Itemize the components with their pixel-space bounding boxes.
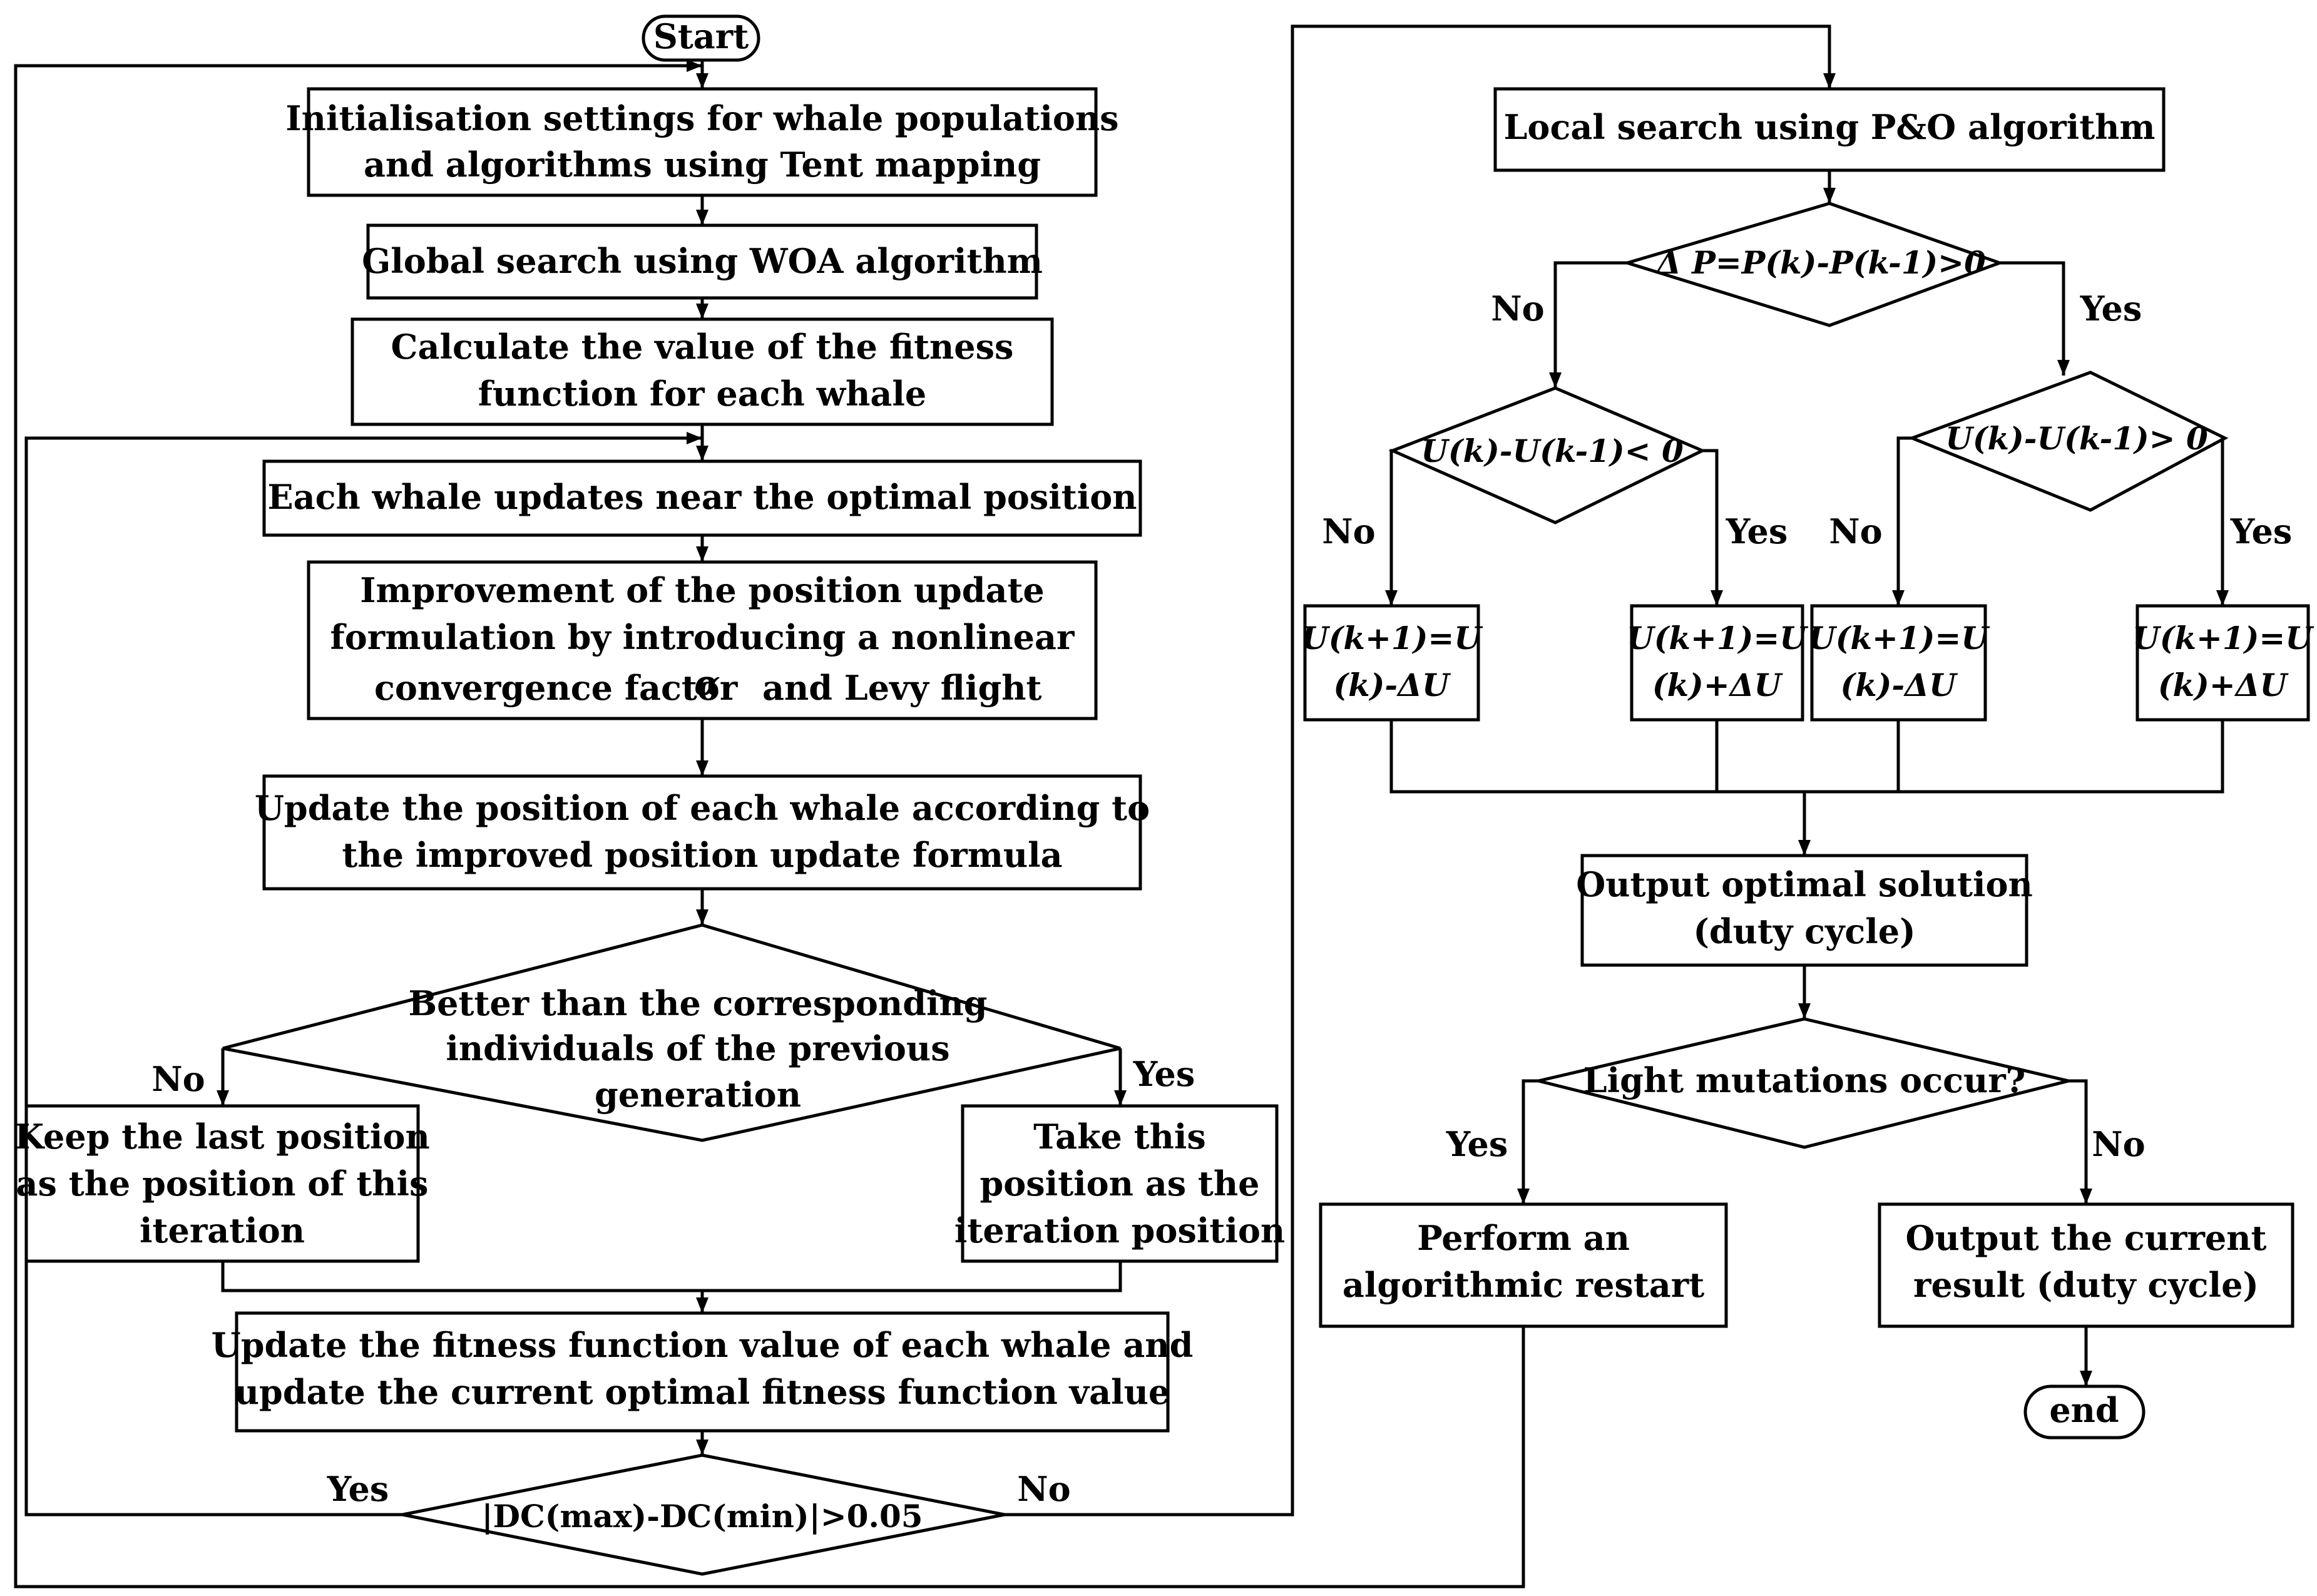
better-than-decision: Better than the corresponding individual… [222,923,1121,1142]
u-minus-2-line-1: U(k+1)=U [1808,620,1990,657]
better-line-3: generation [595,1075,801,1115]
arrow-dc-no-local [1005,24,1836,1517]
output-optimal-line-2: (duty cycle) [1693,911,1915,951]
update-near-box: Each whale updates near the optimal posi… [262,459,1142,537]
update-position-line-1: Update the position of each whale accord… [255,788,1150,828]
take-this-box: Take this position as the iteration posi… [954,1104,1285,1263]
arrow-ult-no [1385,449,1398,606]
u-minus-box-1: U(k+1)=U (k)-ΔU [1301,604,1483,722]
u-gt-label: U(k)-U(k-1)> 0 [1945,420,2208,457]
u-minus-1-line-1: U(k+1)=U [1301,620,1483,657]
better-line-1: Better than the corresponding [409,983,988,1023]
u-plus-box-1: U(k+1)=U (k)+ΔU [1627,604,1809,722]
connectors [14,24,2229,1588]
label-yes-ugt: Yes [2230,511,2293,551]
restart-line-2: algorithmic restart [1343,1265,1704,1305]
keep-last-box: Keep the last position as the position o… [14,1104,430,1263]
u-plus-1-line-1: U(k+1)=U [1627,620,1809,657]
arrow-deltap-no [1549,261,1627,388]
light-mutation-decision: Light mutations occur? [1538,1017,2069,1149]
label-yes-better: Yes [1133,1054,1195,1094]
init-line-2: and algorithms using Tent mapping [364,145,1041,185]
u-lt-decision: U(k)-U(k-1)< 0 [1388,386,1707,524]
arrow-ult-yes [1702,449,1723,606]
update-position-line-2: the improved position update formula [342,835,1062,875]
improvement-line-2: formulation by introducing a nonlinear [330,617,1075,657]
dc-check-decision: |DC(max)-DC(min)|>0.05 [402,1453,1005,1576]
calc-fitness-line-2: function for each whale [478,374,927,414]
update-fitness-line-2: update the current optimal fitness funct… [235,1372,1170,1412]
alpha-symbol: α [694,663,720,703]
improvement-line-3a: convergence factor [374,668,738,708]
update-fitness-line-1: Update the fitness function value of eac… [212,1325,1194,1365]
u-lt-label: U(k)-U(k-1)< 0 [1421,432,1684,469]
improvement-box: Improvement of the position update formu… [307,560,1098,720]
output-optimal-line-1: Output optimal solution [1576,864,2033,904]
improvement-line-1: Improvement of the position update [360,570,1045,610]
light-mutation-label: Light mutations occur? [1583,1060,2026,1100]
init-box: Initialisation settings for whale popula… [285,87,1119,197]
output-current-box: Output the current result (duty cycle) [1878,1202,2294,1328]
output-current-line-1: Output the current [1906,1218,2267,1258]
restart-line-1: Perform an [1417,1218,1630,1258]
arrow-deltap-yes [2000,261,2070,376]
label-yes-ult: Yes [1726,511,1788,551]
end-terminal: end [2023,1384,2146,1440]
label-no-light: No [2092,1124,2145,1164]
label-no-dc: No [1017,1469,1070,1509]
start-label: Start [653,16,749,56]
restart-box: Perform an algorithmic restart [1319,1202,1728,1328]
local-search-label: Local search using P&O algorithm [1503,107,2155,147]
u-plus-2-line-2: (k)+ΔU [2158,667,2289,703]
end-label: end [2049,1390,2119,1430]
dc-check-label: |DC(max)-DC(min)|>0.05 [481,1498,923,1535]
u-merge-line [1389,720,2224,794]
keep-last-line-1: Keep the last position [14,1117,429,1157]
label-no-deltap: No [1491,289,1544,329]
take-this-line-2: position as the [980,1164,1260,1204]
u-minus-2-line-2: (k)-ΔU [1840,667,1958,703]
improvement-line-3b: and Levy flight [762,668,1041,708]
start-terminal: Start [642,14,760,62]
delta-p-decision: Δ P=P(k)-P(k-1)>0 [1622,202,2005,327]
u-plus-1-line-2: (k)+ΔU [1652,667,1784,703]
arrow-dc-yes-loop [24,432,702,1517]
global-search-box: Global search using WOA algorithm [362,223,1043,300]
merge-line [221,1261,1122,1292]
keep-last-line-2: as the position of this [16,1164,429,1204]
arrow-light-yes [1517,1079,1538,1204]
global-search-label: Global search using WOA algorithm [362,241,1043,281]
label-no-ugt: No [1829,511,1882,551]
label-yes-deltap: Yes [2080,289,2142,329]
u-plus-2-line-1: U(k+1)=U [2132,620,2314,657]
update-near-label: Each whale updates near the optimal posi… [267,477,1137,517]
u-gt-decision: U(k)-U(k-1)> 0 [1908,371,2229,512]
branch-labels: No Yes Yes No No Yes No Yes No Yes Yes N… [151,289,2292,1509]
take-this-line-1: Take this [1033,1117,1206,1157]
init-line-1: Initialisation settings for whale popula… [285,98,1118,138]
label-yes-light: Yes [1446,1124,1508,1164]
calc-fitness-box: Calculate the value of the fitness funct… [350,317,1054,426]
output-current-line-2: result (duty cycle) [1913,1265,2259,1305]
label-no-ult: No [1322,511,1375,551]
calc-fitness-line-1: Calculate the value of the fitness [391,327,1014,367]
label-no-better: No [151,1059,205,1099]
arrow-ugt-yes [2216,436,2229,606]
u-plus-box-2: U(k+1)=U (k)+ΔU [2132,604,2314,722]
delta-p-label: Δ P=P(k)-P(k-1)>0 [1655,244,1986,281]
u-minus-1-line-2: (k)-ΔU [1333,667,1451,703]
better-line-2: individuals of the previous [446,1028,949,1068]
label-yes-dc: Yes [327,1469,389,1509]
output-optimal-box: Output optimal solution (duty cycle) [1576,854,2033,967]
arrow-restart-loop [14,59,1525,1588]
take-this-line-3: iteration position [954,1210,1285,1251]
arrow-ugt-no [1892,436,1912,606]
local-search-box: Local search using P&O algorithm [1493,87,2166,172]
update-position-box: Update the position of each whale accord… [255,774,1150,891]
keep-last-line-3: iteration [140,1210,305,1251]
u-minus-box-2: U(k+1)=U (k)-ΔU [1808,604,1990,722]
update-fitness-box: Update the fitness function value of eac… [212,1311,1194,1433]
arrow-light-no [2069,1079,2092,1204]
